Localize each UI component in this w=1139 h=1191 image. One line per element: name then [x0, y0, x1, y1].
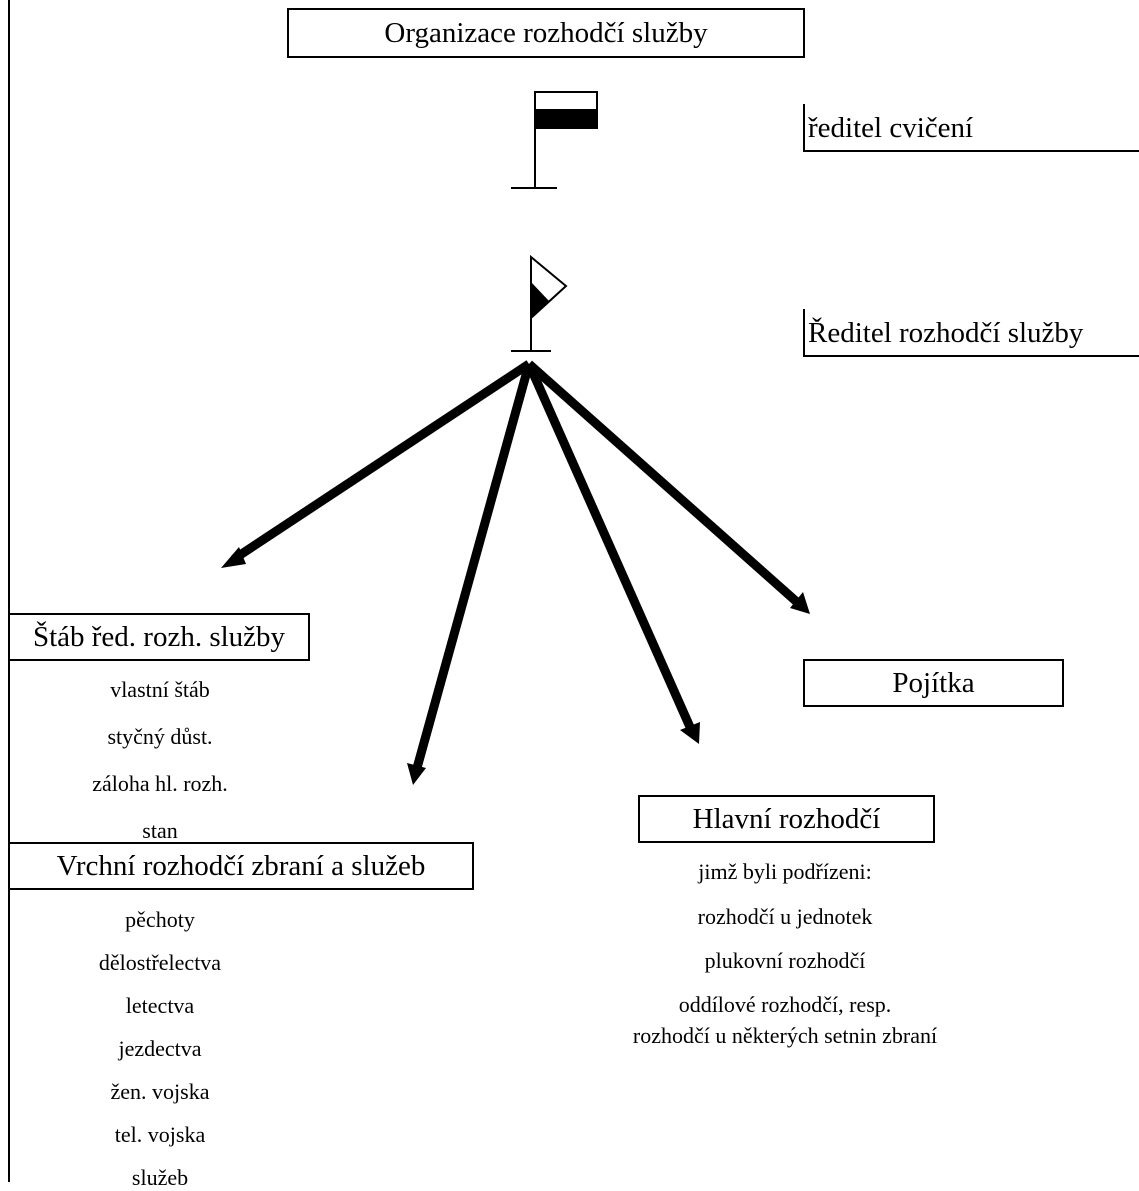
frame-line: [8, 0, 10, 1182]
list-item: styčný důst.: [107, 724, 213, 749]
arrow-to-chief-umpire: [524, 362, 695, 729]
staff-box: Štáb řed. rozh. služby: [8, 613, 310, 661]
list-item: dělostřelectva: [98, 950, 222, 975]
arrowheads: [221, 547, 810, 785]
list-item: plukovní rozhodčí: [704, 948, 866, 973]
list-item: stan: [142, 818, 178, 843]
exercise-director-label: ředitel cvičení: [803, 104, 1139, 152]
list-item: služeb: [131, 1165, 189, 1190]
page-title: Organizace rozhodčí služby: [287, 8, 805, 58]
liaison-box: Pojítka: [803, 659, 1064, 707]
list-item: pěchoty: [125, 907, 195, 932]
list-item: rozhodčí u jednotek: [697, 904, 873, 929]
senior-umpires-box: Vrchní rozhodčí zbraní a služeb: [8, 842, 474, 890]
arrow-to-liaison: [526, 360, 801, 607]
arrow-to-senior-umpires: [412, 362, 534, 770]
list-item: jezdectva: [118, 1036, 202, 1061]
list-item: vlastní štáb: [110, 677, 210, 702]
chief-umpire-box: Hlavní rozhodčí: [638, 795, 935, 843]
list-item: tel. vojska: [114, 1122, 206, 1147]
list-item: záloha hl. rozh.: [92, 771, 228, 796]
umpire-director-label: Ředitel rozhodčí služby: [803, 309, 1139, 357]
list-item: žen. vojska: [110, 1079, 210, 1104]
pennant-flag-icon: [511, 254, 568, 352]
list-item: rozhodčí u některých setnin zbraní: [632, 1023, 938, 1048]
hierarchy-arrows: [231, 360, 801, 770]
arrow-to-staff: [231, 360, 532, 563]
list-item: oddílové rozhodčí, resp.: [678, 992, 892, 1017]
list-item: letectva: [125, 993, 195, 1018]
flag-icon: [511, 91, 598, 189]
list-item: jimž byli podřízeni:: [698, 859, 872, 884]
